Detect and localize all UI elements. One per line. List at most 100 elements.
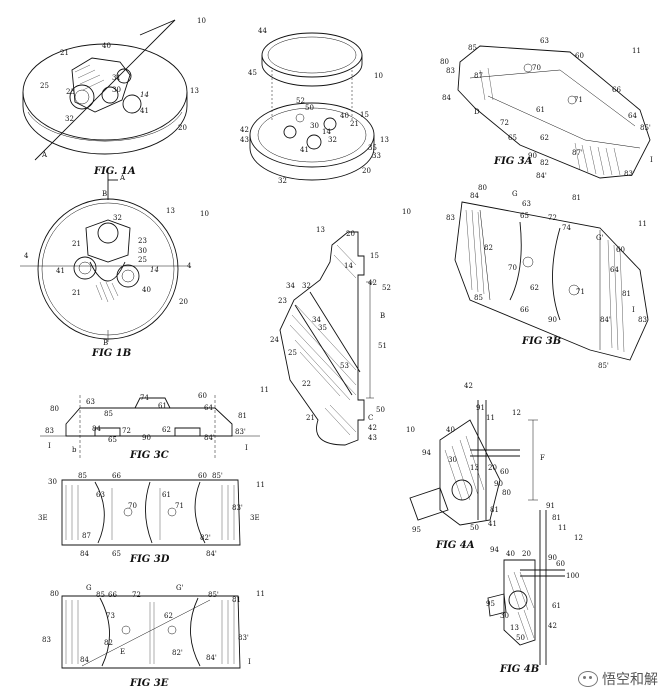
fig-1b-caption: FIG 1B — [91, 348, 131, 359]
svg-text:30: 30 — [138, 247, 147, 255]
svg-text:71: 71 — [175, 502, 184, 510]
svg-text:11: 11 — [486, 414, 495, 422]
svg-text:61: 61 — [552, 602, 561, 610]
svg-text:G: G — [86, 584, 92, 592]
svg-text:52: 52 — [296, 97, 305, 105]
svg-text:22: 22 — [302, 380, 311, 388]
svg-text:50: 50 — [376, 406, 385, 414]
svg-text:21: 21 — [72, 240, 81, 248]
svg-text:83': 83' — [624, 170, 635, 178]
svg-text:65: 65 — [508, 134, 517, 142]
svg-text:72: 72 — [122, 427, 131, 435]
svg-text:20: 20 — [179, 298, 188, 306]
svg-text:13: 13 — [166, 207, 175, 215]
svg-text:B: B — [102, 190, 107, 198]
svg-text:70: 70 — [532, 64, 541, 72]
svg-text:60: 60 — [198, 472, 207, 480]
svg-text:42: 42 — [548, 622, 557, 630]
svg-text:85: 85 — [104, 410, 113, 418]
svg-text:84': 84' — [206, 654, 217, 662]
svg-text:94: 94 — [422, 449, 431, 457]
svg-text:35: 35 — [368, 144, 377, 152]
svg-text:I: I — [245, 444, 248, 452]
svg-text:80: 80 — [50, 405, 59, 413]
svg-text:65: 65 — [112, 550, 121, 558]
svg-text:64: 64 — [628, 112, 637, 120]
svg-text:90: 90 — [548, 554, 557, 562]
svg-text:32: 32 — [302, 282, 311, 290]
wechat-icon — [578, 671, 598, 687]
svg-text:C: C — [368, 414, 373, 422]
svg-text:83': 83' — [638, 316, 649, 324]
fig-3d-caption: FIG 3D — [129, 554, 170, 565]
svg-text:66: 66 — [612, 86, 621, 94]
svg-text:85': 85' — [598, 362, 609, 370]
svg-text:21: 21 — [60, 49, 69, 57]
svg-text:84: 84 — [470, 192, 479, 200]
svg-text:13: 13 — [380, 136, 389, 144]
svg-text:66: 66 — [108, 591, 117, 599]
svg-text:65: 65 — [520, 212, 529, 220]
svg-text:13: 13 — [470, 464, 479, 472]
svg-text:53: 53 — [340, 362, 349, 370]
svg-text:85: 85 — [474, 294, 483, 302]
svg-text:12: 12 — [512, 409, 521, 417]
svg-text:84': 84' — [206, 550, 217, 558]
svg-text:13: 13 — [316, 226, 325, 234]
svg-text:63: 63 — [96, 491, 105, 499]
svg-text:83: 83 — [446, 67, 455, 75]
svg-text:60: 60 — [575, 52, 584, 60]
svg-text:84': 84' — [204, 434, 215, 442]
svg-text:42: 42 — [368, 424, 377, 432]
svg-text:25: 25 — [138, 256, 147, 264]
svg-text:100: 100 — [566, 572, 579, 580]
svg-text:31: 31 — [112, 74, 121, 82]
svg-text:E: E — [120, 648, 125, 656]
svg-text:I: I — [632, 306, 635, 314]
svg-text:44: 44 — [258, 27, 267, 35]
svg-text:B: B — [103, 339, 108, 347]
svg-text:I: I — [48, 442, 51, 450]
svg-text:20: 20 — [178, 124, 187, 132]
svg-text:23: 23 — [66, 88, 75, 96]
svg-text:33: 33 — [372, 152, 381, 160]
svg-text:G: G — [512, 190, 518, 198]
svg-text:85': 85' — [208, 591, 219, 599]
svg-text:41: 41 — [140, 107, 149, 115]
svg-text:b: b — [72, 446, 77, 454]
svg-text:65: 65 — [108, 436, 117, 444]
svg-text:40: 40 — [506, 550, 515, 558]
svg-text:80: 80 — [502, 489, 511, 497]
svg-text:11: 11 — [256, 590, 265, 598]
svg-text:82': 82' — [172, 649, 183, 657]
svg-text:64: 64 — [610, 266, 619, 274]
svg-text:13: 13 — [510, 624, 519, 632]
svg-text:G': G' — [176, 584, 184, 592]
svg-text:11: 11 — [558, 524, 567, 532]
svg-text:42: 42 — [240, 126, 249, 134]
watermark: 悟空和解 — [578, 669, 658, 689]
svg-text:84: 84 — [80, 550, 89, 558]
svg-text:34: 34 — [312, 316, 321, 324]
fig-4b-caption: FIG 4B — [499, 664, 539, 675]
svg-text:42: 42 — [464, 382, 473, 390]
svg-text:94: 94 — [490, 546, 499, 554]
svg-text:72: 72 — [500, 119, 509, 127]
svg-text:32: 32 — [328, 136, 337, 144]
svg-text:84: 84 — [442, 94, 451, 102]
svg-text:B: B — [380, 312, 385, 320]
svg-text:62: 62 — [162, 426, 171, 434]
svg-text:15: 15 — [370, 252, 379, 260]
svg-text:14: 14 — [344, 262, 353, 270]
svg-text:90: 90 — [142, 434, 151, 442]
svg-text:30: 30 — [48, 478, 57, 486]
svg-text:84: 84 — [92, 425, 101, 433]
svg-text:85: 85 — [96, 591, 105, 599]
fig-3e-caption: FIG 3E — [129, 678, 169, 689]
svg-text:40: 40 — [340, 112, 349, 120]
svg-text:4: 4 — [24, 252, 29, 260]
svg-text:82': 82' — [200, 534, 211, 542]
svg-text:60: 60 — [198, 392, 207, 400]
